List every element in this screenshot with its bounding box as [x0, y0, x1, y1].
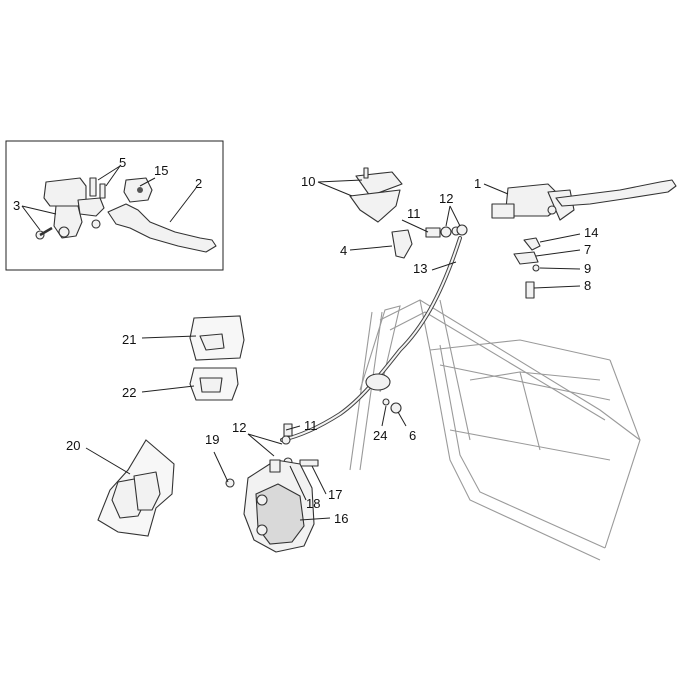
callout-7: 7 — [584, 242, 591, 257]
callout-12-upper: 12 — [439, 191, 453, 206]
callout-labels: 1 2 3 4 5 6 7 8 9 10 11 11 12 12 13 14 1… — [13, 155, 598, 526]
kit-bag-22 — [189, 367, 239, 401]
callout-22: 22 — [122, 385, 136, 400]
callout-3: 3 — [13, 198, 20, 213]
pad-kit-bag — [97, 439, 175, 537]
reservoir-cap — [391, 229, 413, 259]
callout-4: 4 — [340, 243, 347, 258]
callout-1: 1 — [474, 176, 481, 191]
inset-switch — [123, 177, 153, 203]
inset-lever — [107, 203, 217, 253]
callout-6: 6 — [409, 428, 416, 443]
inset-screws — [35, 219, 101, 240]
callout-12-lower: 12 — [232, 420, 246, 435]
callout-20: 20 — [66, 438, 80, 453]
inset-master-cylinder — [43, 177, 105, 239]
kit-bag-21 — [189, 315, 245, 361]
callout-2: 2 — [195, 176, 202, 191]
frame-outline — [349, 299, 641, 561]
callout-19: 19 — [205, 432, 219, 447]
callout-16: 16 — [334, 511, 348, 526]
inset-pins — [89, 177, 106, 199]
brake-hose — [280, 236, 462, 442]
bracket-upper — [349, 167, 403, 223]
leader-lines — [21, 165, 581, 521]
callout-18: 18 — [306, 496, 320, 511]
inset-box — [5, 140, 224, 271]
callout-5: 5 — [119, 155, 126, 170]
callout-10: 10 — [301, 174, 315, 189]
brake-caliper — [243, 459, 315, 553]
master-cylinder — [491, 179, 677, 221]
callout-24: 24 — [373, 428, 387, 443]
callout-8: 8 — [584, 278, 591, 293]
callout-21: 21 — [122, 332, 136, 347]
switch-small-parts — [513, 237, 541, 299]
callout-14: 14 — [584, 225, 598, 240]
callout-11-lower: 11 — [304, 418, 318, 433]
banjo-bolt-upper — [425, 224, 468, 238]
callout-13: 13 — [413, 261, 427, 276]
callout-11-upper: 11 — [407, 206, 421, 221]
callout-17: 17 — [328, 487, 342, 502]
callout-9: 9 — [584, 261, 591, 276]
hose-clamp — [365, 373, 402, 414]
callout-15: 15 — [154, 163, 168, 178]
